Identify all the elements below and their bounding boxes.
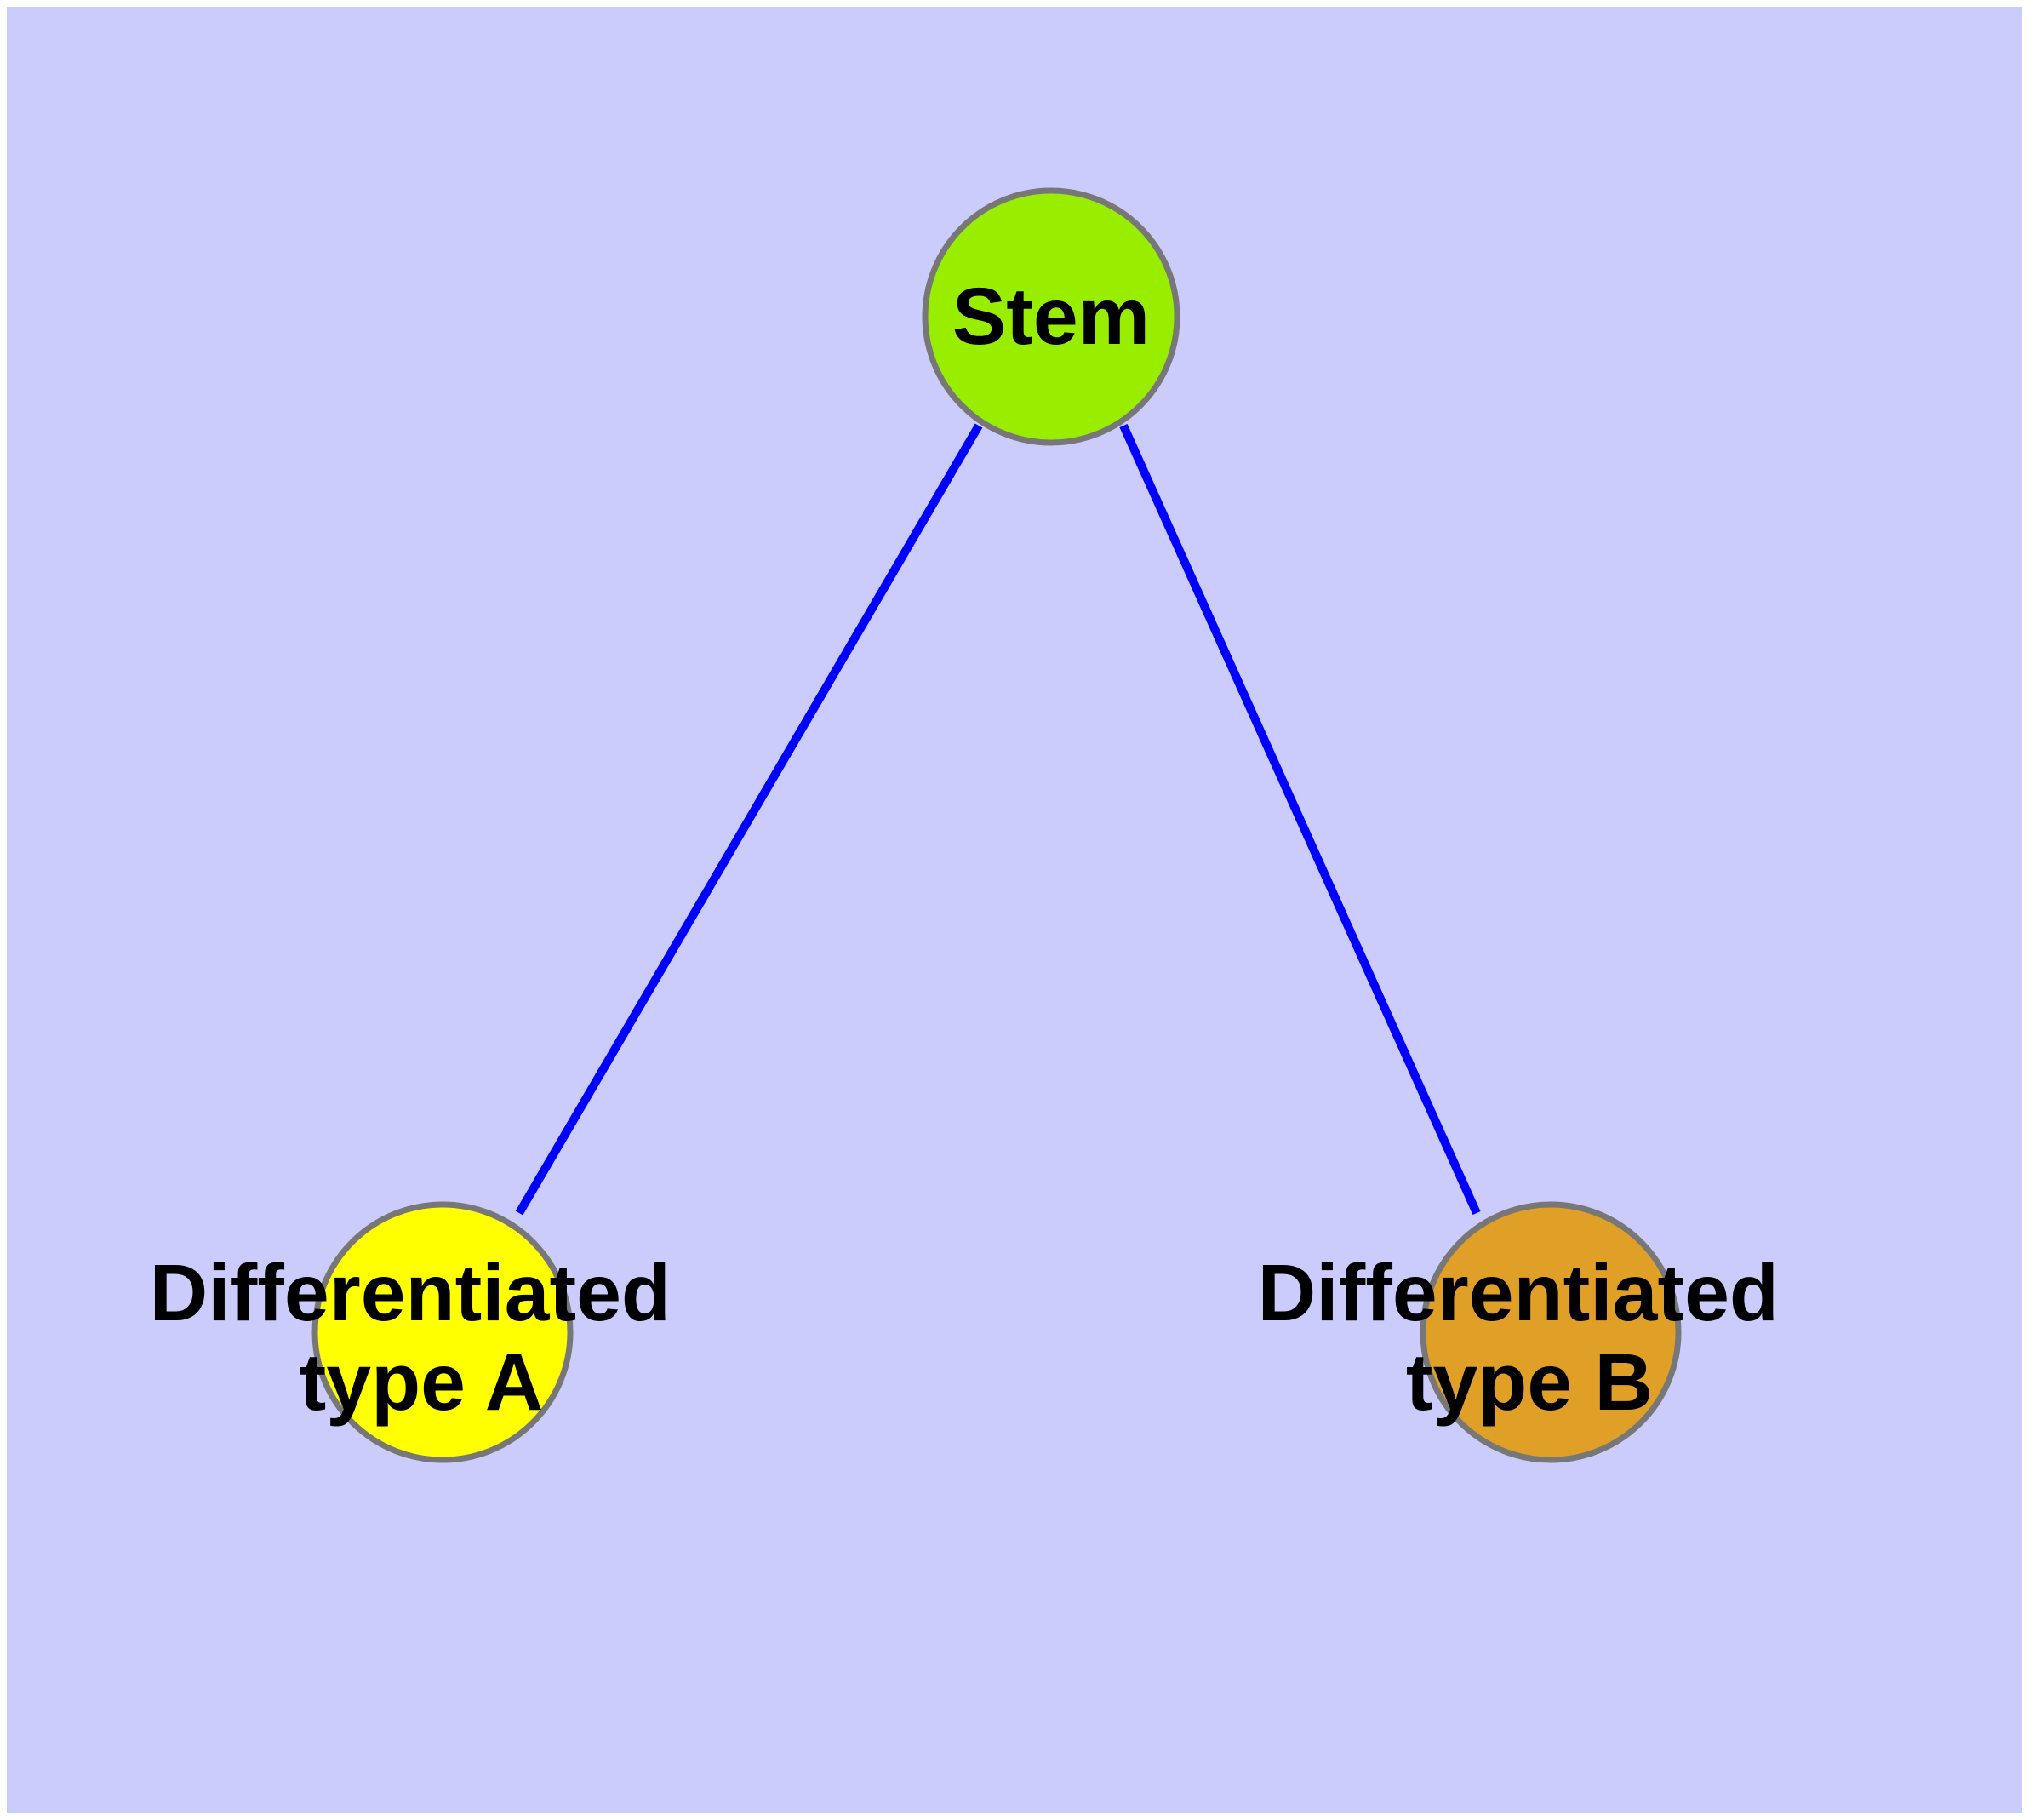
node-stem-label-line-1: Stem: [952, 272, 1150, 362]
node-diff-b-label-line-2: type B: [1406, 1337, 1653, 1428]
node-diff-a[interactable]: [311, 1201, 574, 1463]
edge-stem-to-diff-a[interactable]: [515, 423, 983, 1216]
node-diff-b-circle[interactable]: [1420, 1201, 1682, 1463]
node-diff-a-label-line-1: Differentiated: [150, 1248, 671, 1338]
node-diff-a-label-line-2: type A: [300, 1337, 544, 1428]
edge-layer: [515, 423, 1481, 1216]
node-diff-a-label: Differentiated type A: [150, 1248, 694, 1428]
label-layer: Stem Differentiated type A Differentiate…: [150, 272, 1802, 1428]
node-diff-b[interactable]: [1420, 1201, 1682, 1463]
node-diff-b-label-line-1: Differentiated: [1258, 1248, 1779, 1338]
node-stem-label: Stem: [952, 272, 1150, 362]
node-stem[interactable]: [922, 187, 1180, 446]
node-stem-circle[interactable]: [922, 187, 1180, 446]
node-diff-a-circle[interactable]: [311, 1201, 574, 1463]
edge-stem-to-diff-b[interactable]: [1119, 423, 1481, 1216]
node-diff-b-label: Differentiated type B: [1258, 1248, 1802, 1428]
